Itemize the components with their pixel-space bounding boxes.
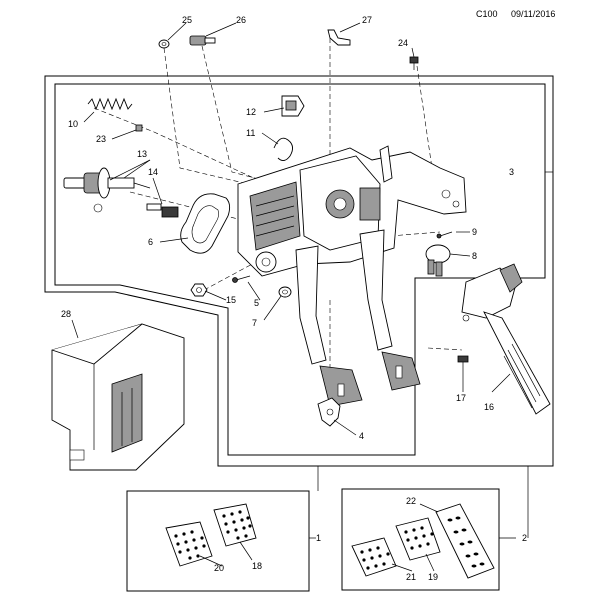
callout-12: 12 [246,107,256,117]
callout-18: 18 [252,561,262,571]
callout-23: 23 [96,134,106,144]
leader-28 [71,319,79,339]
leader-23 [111,129,137,140]
diagram-date: 09/11/2016 [511,9,556,19]
part-8-sensor [425,244,451,277]
main-assembly-frame [44,75,554,467]
assembly-line-spring [93,107,259,181]
part-5-bolt [232,275,251,283]
leader-26 [205,22,237,37]
leader-13a [123,159,151,179]
part-26-switch [189,35,216,46]
callout-19: 19 [428,572,438,582]
part-13-master-cylinder [63,167,151,213]
part-4-clip [317,397,341,427]
leader-12 [263,107,285,113]
callout-5: 5 [254,298,259,308]
callout-16: 16 [484,402,494,412]
leader-15 [204,290,227,301]
part-10-spring [87,97,133,111]
assembly-line-9 [389,231,441,237]
callout-26: 26 [236,15,246,25]
part-28-cover [51,323,185,471]
leader-25 [167,22,187,41]
callout-21: 21 [406,572,416,582]
part-19-pad [395,517,441,561]
assembly-line-17 [427,347,463,351]
part-24-bolt [409,56,419,70]
part-6-gasket [180,193,231,254]
assembly-line-cylinder [129,191,251,223]
assembly-line-24 [416,65,433,169]
leader-24 [411,47,415,58]
callout-14: 14 [148,167,158,177]
callout-1: 1 [316,533,321,543]
callout-7: 7 [252,318,257,328]
leader-6 [159,237,189,243]
accelerator-pad-kit-frame [341,488,500,591]
callout-11: 11 [246,128,255,138]
leader-19 [425,553,435,572]
pedal-box-bracket [237,145,467,277]
leader-11 [261,132,279,145]
part-17-bolt [457,355,469,382]
callout-13: 13 [137,149,147,159]
assembly-line-25 [163,47,249,185]
callout-10: 10 [68,119,78,129]
part-18-pad [213,503,257,547]
part-16-accelerator-pedal [461,263,551,415]
assembly-line-26 [201,45,263,181]
part-27-bracket [327,29,351,46]
callout-2: 2 [522,533,527,543]
part-15-nut [190,283,208,297]
part-20-pad [165,521,213,567]
callout-17: 17 [456,393,466,403]
part-23-clip [135,124,143,132]
leader-22 [419,503,439,513]
leader-10 [83,111,95,123]
brake-pedal-arm [359,229,421,391]
assembly-line-15 [203,261,257,291]
part-9-screw [436,231,453,239]
leader-18 [239,541,253,561]
callout-9: 9 [472,227,477,237]
callout-15: 15 [226,295,236,305]
pedal-box-subframe [54,83,546,456]
part-12-switch [281,95,305,117]
callout-6: 6 [148,237,153,247]
leader-16 [491,373,511,393]
part-21-pad [351,537,397,577]
leader-5 [247,281,261,301]
part-11-spring-clip [273,137,293,161]
callout-3: 3 [509,167,514,177]
callout-24: 24 [398,38,408,48]
callout-27: 27 [362,15,372,25]
leader-8 [449,253,471,257]
part-25-nut [158,39,170,49]
leader-7 [263,295,282,321]
leader-13b [109,159,151,181]
leader-4 [333,419,357,436]
callout-25: 25 [182,15,192,25]
leader-27 [339,22,361,33]
callout-20: 20 [214,563,224,573]
part-22-pad [435,503,495,579]
callout-22: 22 [406,496,416,506]
callout-4: 4 [359,431,364,441]
diagram-code: C100 [476,9,498,19]
clutch-brake-pad-kit-frame [126,490,310,592]
part-7-pivot [278,286,292,298]
part-14-pin [146,203,179,218]
callout-8: 8 [472,251,477,261]
leader-20 [199,555,223,567]
clutch-pedal-arm [295,245,363,407]
leader-21 [391,563,413,572]
callout-28: 28 [61,309,71,319]
leader-14 [152,177,163,205]
